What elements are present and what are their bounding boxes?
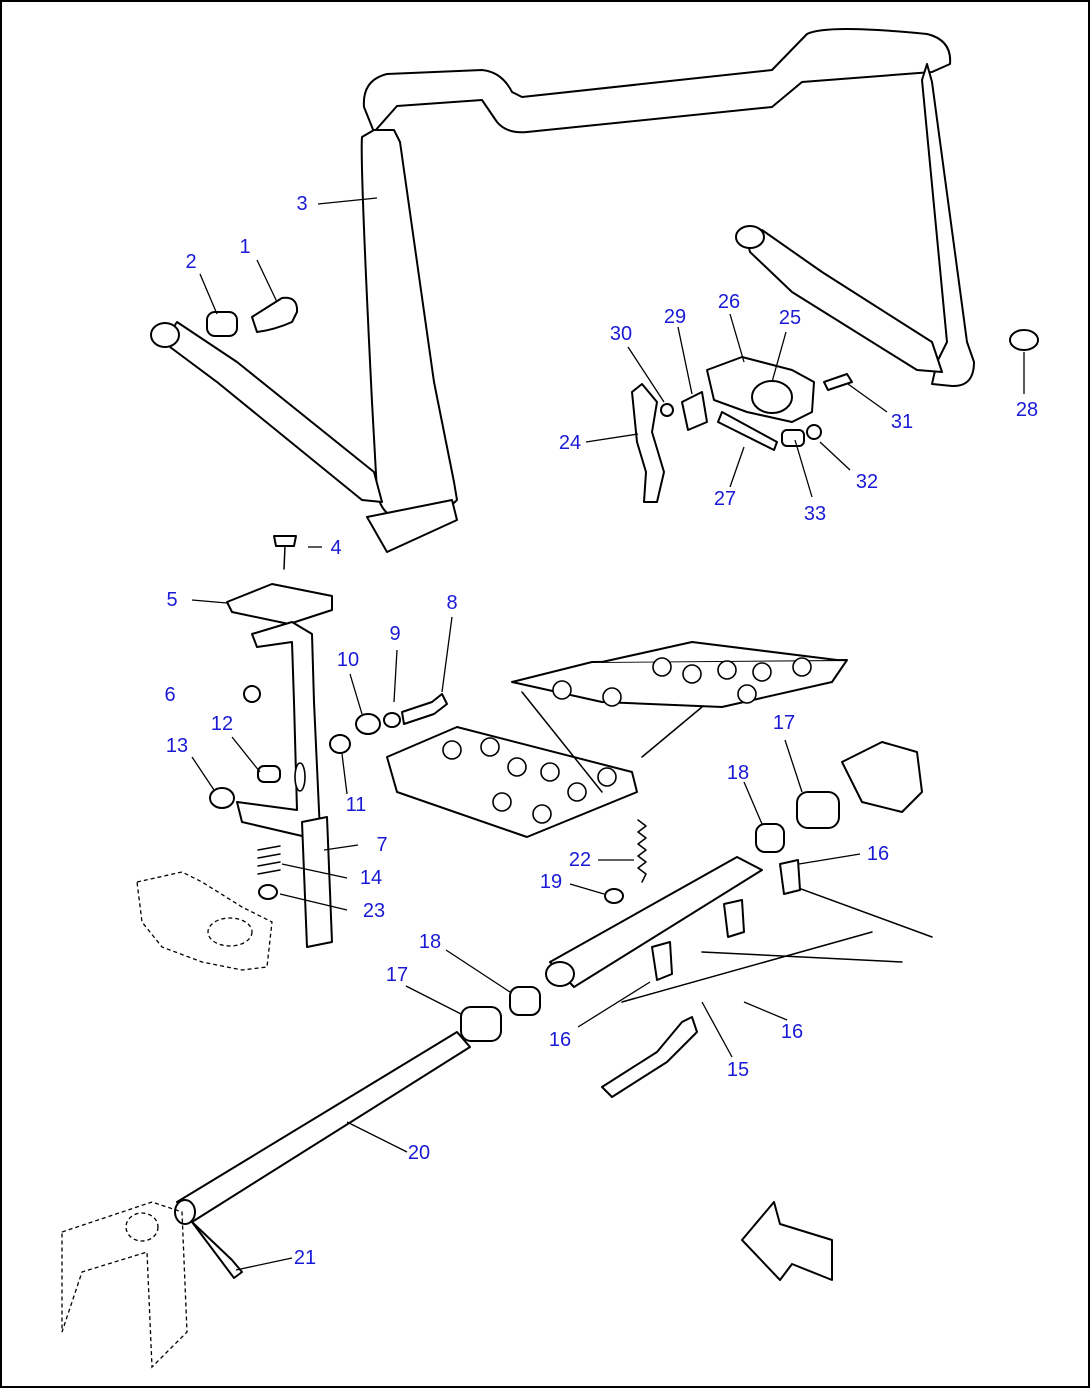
callout-5: 5 — [166, 589, 178, 611]
pedal-shaft-assembly — [174, 741, 933, 1279]
callout-32: 32 — [855, 471, 879, 493]
front-direction-arrow-icon — [741, 1201, 833, 1281]
callout-2: 2 — [185, 251, 197, 273]
callout-19: 19 — [539, 871, 563, 893]
callout-1: 1 — [239, 236, 251, 258]
callout-7: 7 — [376, 834, 388, 856]
knob-part-1 — [251, 296, 299, 333]
hardware-stack — [209, 685, 448, 900]
clip-part-28 — [1009, 329, 1039, 351]
callout-25: 25 — [778, 307, 802, 329]
callout-16-right: 16 — [780, 1021, 804, 1043]
callout-17-lower: 17 — [385, 964, 409, 986]
callout-6: 6 — [164, 684, 176, 706]
callout-22: 22 — [568, 849, 592, 871]
pump-housing-outline — [136, 871, 273, 971]
callout-8: 8 — [446, 592, 458, 614]
callout-9: 9 — [389, 623, 401, 645]
callout-31: 31 — [890, 411, 914, 433]
leader-lines — [191, 197, 1025, 1271]
callout-15: 15 — [726, 1059, 750, 1081]
callout-30: 30 — [609, 323, 633, 345]
callout-20: 20 — [407, 1142, 431, 1164]
callout-4: 4 — [330, 537, 342, 559]
callout-12: 12 — [210, 713, 234, 735]
callout-16-upper: 16 — [866, 843, 890, 865]
callout-3: 3 — [296, 193, 308, 215]
callout-17-upper: 17 — [772, 712, 796, 734]
bolt-part-4 — [273, 535, 297, 570]
callout-14: 14 — [359, 867, 383, 889]
part-19 — [604, 888, 624, 904]
callout-11: 11 — [345, 794, 367, 816]
callout-21: 21 — [293, 1247, 317, 1269]
callout-28: 28 — [1015, 399, 1039, 421]
callout-18-lower: 18 — [418, 931, 442, 953]
callout-23: 23 — [362, 900, 386, 922]
callout-26: 26 — [717, 291, 741, 313]
callout-24: 24 — [558, 432, 582, 454]
lower-bracket-outline — [61, 1201, 188, 1369]
callout-29: 29 — [663, 306, 687, 328]
plate-part-5 — [226, 583, 333, 625]
bracket-part-6 — [236, 621, 321, 837]
callout-27: 27 — [713, 488, 737, 510]
strip-part-7 — [301, 816, 333, 948]
bushing-part-2 — [206, 311, 238, 337]
callout-33: 33 — [803, 503, 827, 525]
callout-13: 13 — [165, 735, 189, 757]
step-platform — [386, 641, 848, 838]
latch-assembly — [631, 356, 853, 503]
callout-18-upper: 18 — [726, 762, 750, 784]
guard-rail-frame — [150, 28, 975, 553]
spring-part-22 — [637, 819, 647, 883]
callout-10: 10 — [336, 649, 360, 671]
callout-16-left: 16 — [548, 1029, 572, 1051]
